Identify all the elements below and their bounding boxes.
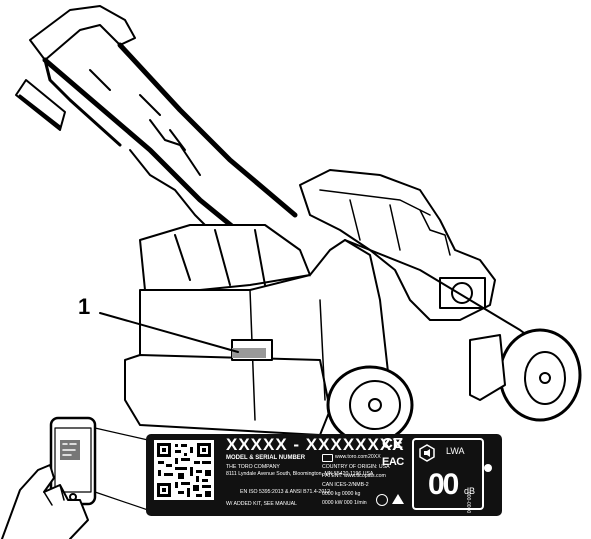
handle-icon (15, 5, 298, 248)
hand-icon (1, 464, 89, 539)
book-icon (322, 454, 333, 462)
standards-text: EN ISO 5395:2013 & ANSI B71.4-2012 (240, 489, 330, 495)
callout-leader-line (99, 312, 239, 353)
engine-icon (299, 169, 496, 321)
sound-power-icon (419, 444, 435, 462)
ce-mark: CE (382, 435, 403, 452)
company-address: 8111 Lyndale Avenue South, Bloomington, … (226, 471, 374, 477)
model-serial-number: XXXXX - XXXXXXXX (226, 435, 405, 454)
country-of-origin: COUNTRY OF ORIGIN: USA (322, 464, 390, 470)
db-unit: dB (464, 486, 476, 496)
can-ices-text: CAN ICES-2/NMB-2 (322, 482, 369, 488)
year: 20XX (368, 454, 381, 460)
db-value: 00 (428, 468, 459, 501)
website: www.toro.com (335, 454, 368, 460)
added-kit-text: W/ ADDED KIT, SEE MANUAL (226, 501, 297, 507)
certification-mark-icon (376, 494, 388, 506)
smartphone-icon (49, 416, 97, 506)
company-name: THE TORO COMPANY (226, 464, 280, 470)
wheel-icon (326, 328, 582, 445)
machine-housing-icon (124, 224, 541, 436)
serial-number-decal: XXXXX - XXXXXXXX MODEL & SERIAL NUMBER T… (146, 434, 502, 516)
side-code: 000-0000 (465, 492, 471, 514)
qr-code-icon (154, 440, 214, 500)
sound-power-box: LWA 00 dB (412, 438, 484, 510)
callout-number-1: 1 (78, 294, 91, 319)
eac-mark: EAC (382, 456, 404, 468)
weight-line: 0000 kg 0000 kg (322, 491, 361, 497)
indicator-dot (484, 464, 492, 472)
certification-triangle-icon (392, 494, 404, 504)
model-serial-label: MODEL & SERIAL NUMBER (226, 455, 306, 461)
patent-text: PATENT: www.ttcopats.com (322, 473, 386, 479)
lwa-label: LWA (446, 446, 465, 456)
power-line: 0000 kW 000 1/min (322, 500, 367, 506)
